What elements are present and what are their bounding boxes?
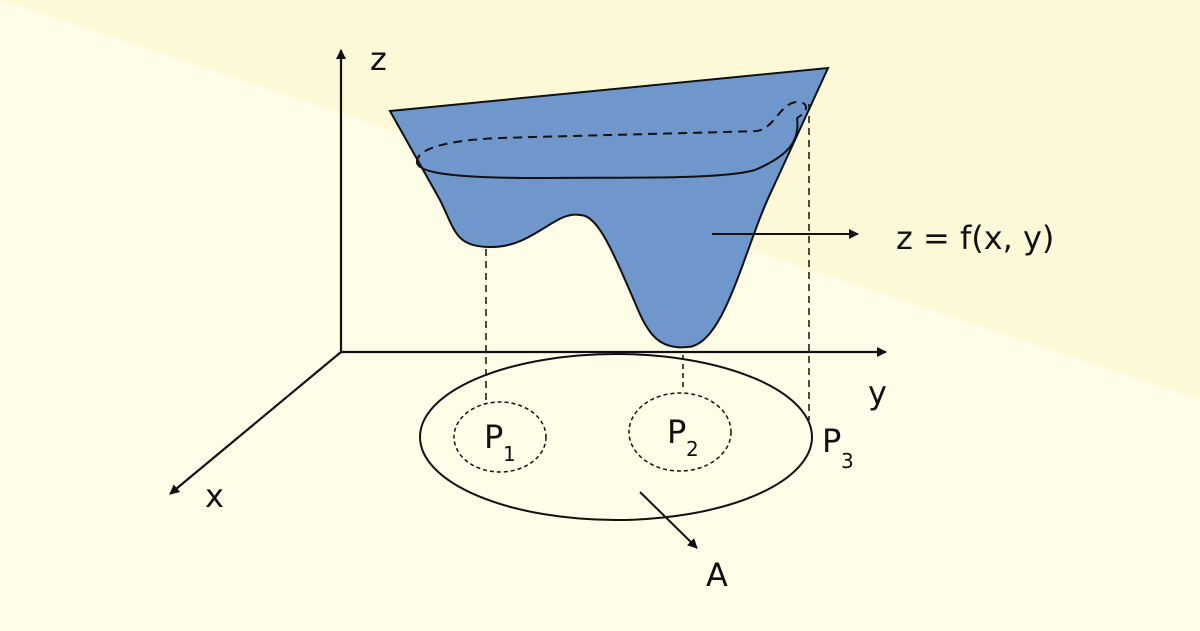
region-pointer-arrow [639,491,698,549]
neighborhood-p1 [453,401,547,473]
point-subscript-p2: 2 [686,437,699,461]
point-subscript-p3: 3 [841,449,854,473]
axis-label-x: x [205,477,224,515]
x-axis [169,351,342,495]
level-curve-front [416,117,799,180]
axis-label-z: z [370,40,387,78]
region-label-a: A [706,556,728,594]
neighborhood-p2 [628,392,732,472]
point-label-p2: P [667,413,686,451]
point-subscript-p1: 1 [503,442,516,466]
region-a-boundary [419,353,813,521]
level-curve-back [415,100,807,164]
point-label-p3: P [822,422,841,460]
point-label-p1: P [484,418,503,456]
axis-label-y: y [868,374,887,412]
function-label: z = f(x, y) [896,219,1054,257]
